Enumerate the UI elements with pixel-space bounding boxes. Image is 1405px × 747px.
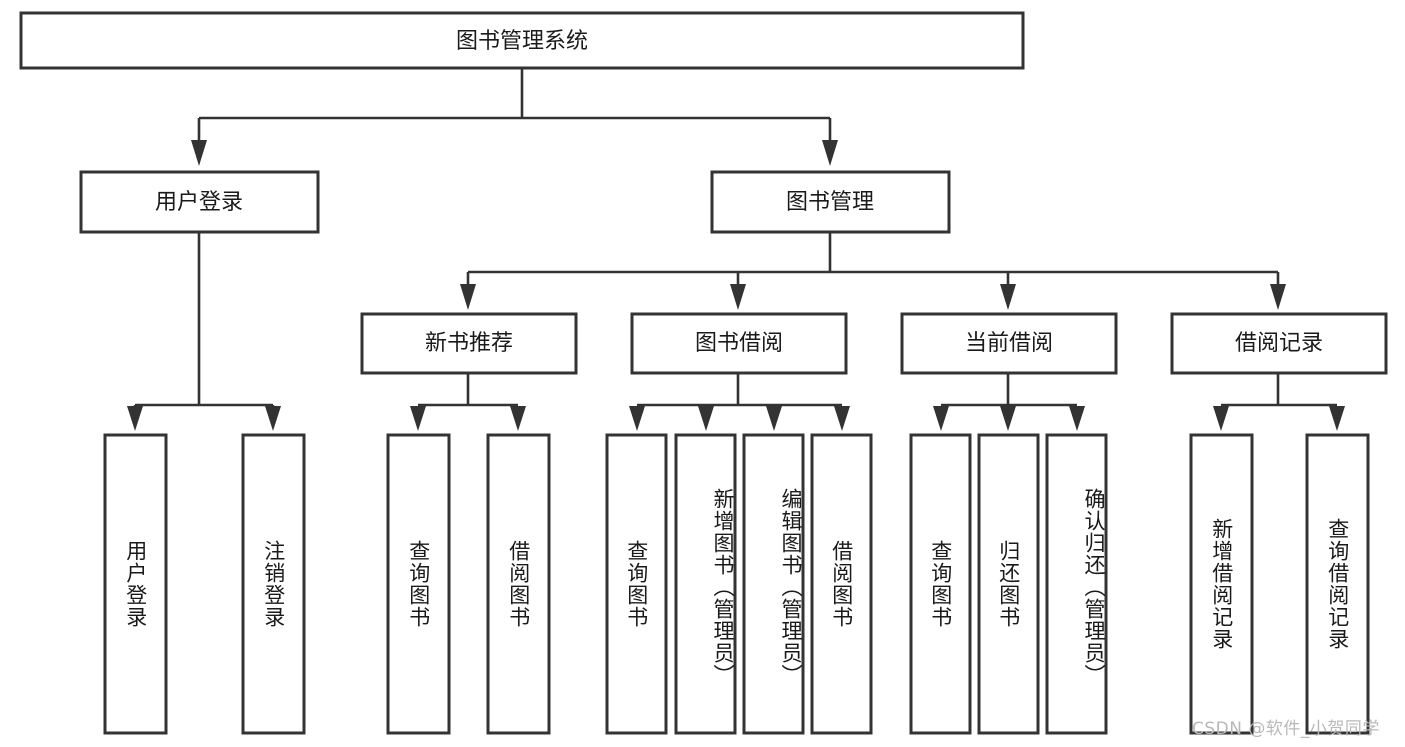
leaf-box-book-borrow-0[interactable] [605,433,668,735]
node-root-box[interactable] [19,11,1025,70]
leaf-box-book-borrow-1[interactable] [674,433,737,735]
node-current-borrow[interactable]: 当前借阅 [900,312,1118,375]
node-current-borrow-label: 当前借阅 [965,331,1053,356]
leaf-box-new-book-0[interactable] [386,433,451,735]
arrow-book-borrow-leaf3 [766,406,782,431]
leaf-box-new-book-1[interactable] [486,433,551,735]
arrow-book-borrow-leaf4 [834,406,850,431]
node-root-label: 图书管理系统 [456,29,588,54]
arrow-to-book-manage [822,140,838,166]
arrow-to-borrow-record [1270,284,1286,310]
node-new-book-recommend-box[interactable] [360,312,578,375]
node-book-manage-box[interactable] [710,170,951,234]
leaf-box-borrow-record-0[interactable] [1189,433,1254,735]
node-current-borrow-box[interactable] [900,312,1118,375]
arrow-new-book-leaf1 [410,406,426,431]
node-borrow-record-box[interactable] [1170,312,1388,375]
csdn-watermark: CSDN @软件_小贺同学 [1192,719,1380,739]
arrow-current-borrow-leaf2 [1000,406,1016,431]
arrow-borrow-record-leaf2 [1329,406,1345,431]
node-book-borrow[interactable]: 图书借阅 [630,312,848,375]
node-book-manage[interactable]: 图书管理 [710,170,951,234]
node-book-borrow-box[interactable] [630,312,848,375]
arrow-current-borrow-leaf3 [1069,406,1085,431]
leaf-box-borrow-record-1[interactable] [1305,433,1370,735]
leaf-box-current-borrow-2[interactable] [1045,433,1108,735]
leaf-box-book-borrow-3[interactable] [810,433,873,735]
arrow-current-borrow-leaf1 [933,406,949,431]
node-user-login-label: 用户登录 [155,190,243,215]
node-user-login-box[interactable] [79,170,320,234]
node-new-book-recommend[interactable]: 新书推荐 [360,312,578,375]
arrow-user-login-leaf1 [127,406,143,431]
node-book-manage-label: 图书管理 [786,190,874,215]
node-new-book-recommend-label: 新书推荐 [425,331,513,356]
node-root[interactable]: 图书管理系统 [19,11,1025,70]
leaf-box-book-borrow-2[interactable] [742,433,805,735]
node-borrow-record-label: 借阅记录 [1235,331,1323,356]
leaf-box-current-borrow-1[interactable] [977,433,1040,735]
arrow-to-user-login [191,140,207,166]
node-book-borrow-label: 图书借阅 [695,331,783,356]
arrow-new-book-leaf2 [510,406,526,431]
arrow-book-borrow-leaf2 [698,406,714,431]
node-borrow-record[interactable]: 借阅记录 [1170,312,1388,375]
arrow-to-current-borrow [1000,284,1016,310]
arrow-user-login-leaf2 [265,406,281,431]
arrow-book-borrow-leaf1 [629,406,645,431]
connector-group [127,68,1345,431]
leaf-box-user-login-0[interactable] [103,433,168,735]
arrow-to-book-borrow [730,284,746,310]
arrow-to-new-book [460,284,476,310]
node-user-login[interactable]: 用户登录 [79,170,320,234]
leaf-box-user-login-1[interactable] [241,433,306,735]
arrow-borrow-record-leaf1 [1213,406,1229,431]
leaf-box-current-borrow-0[interactable] [909,433,972,735]
